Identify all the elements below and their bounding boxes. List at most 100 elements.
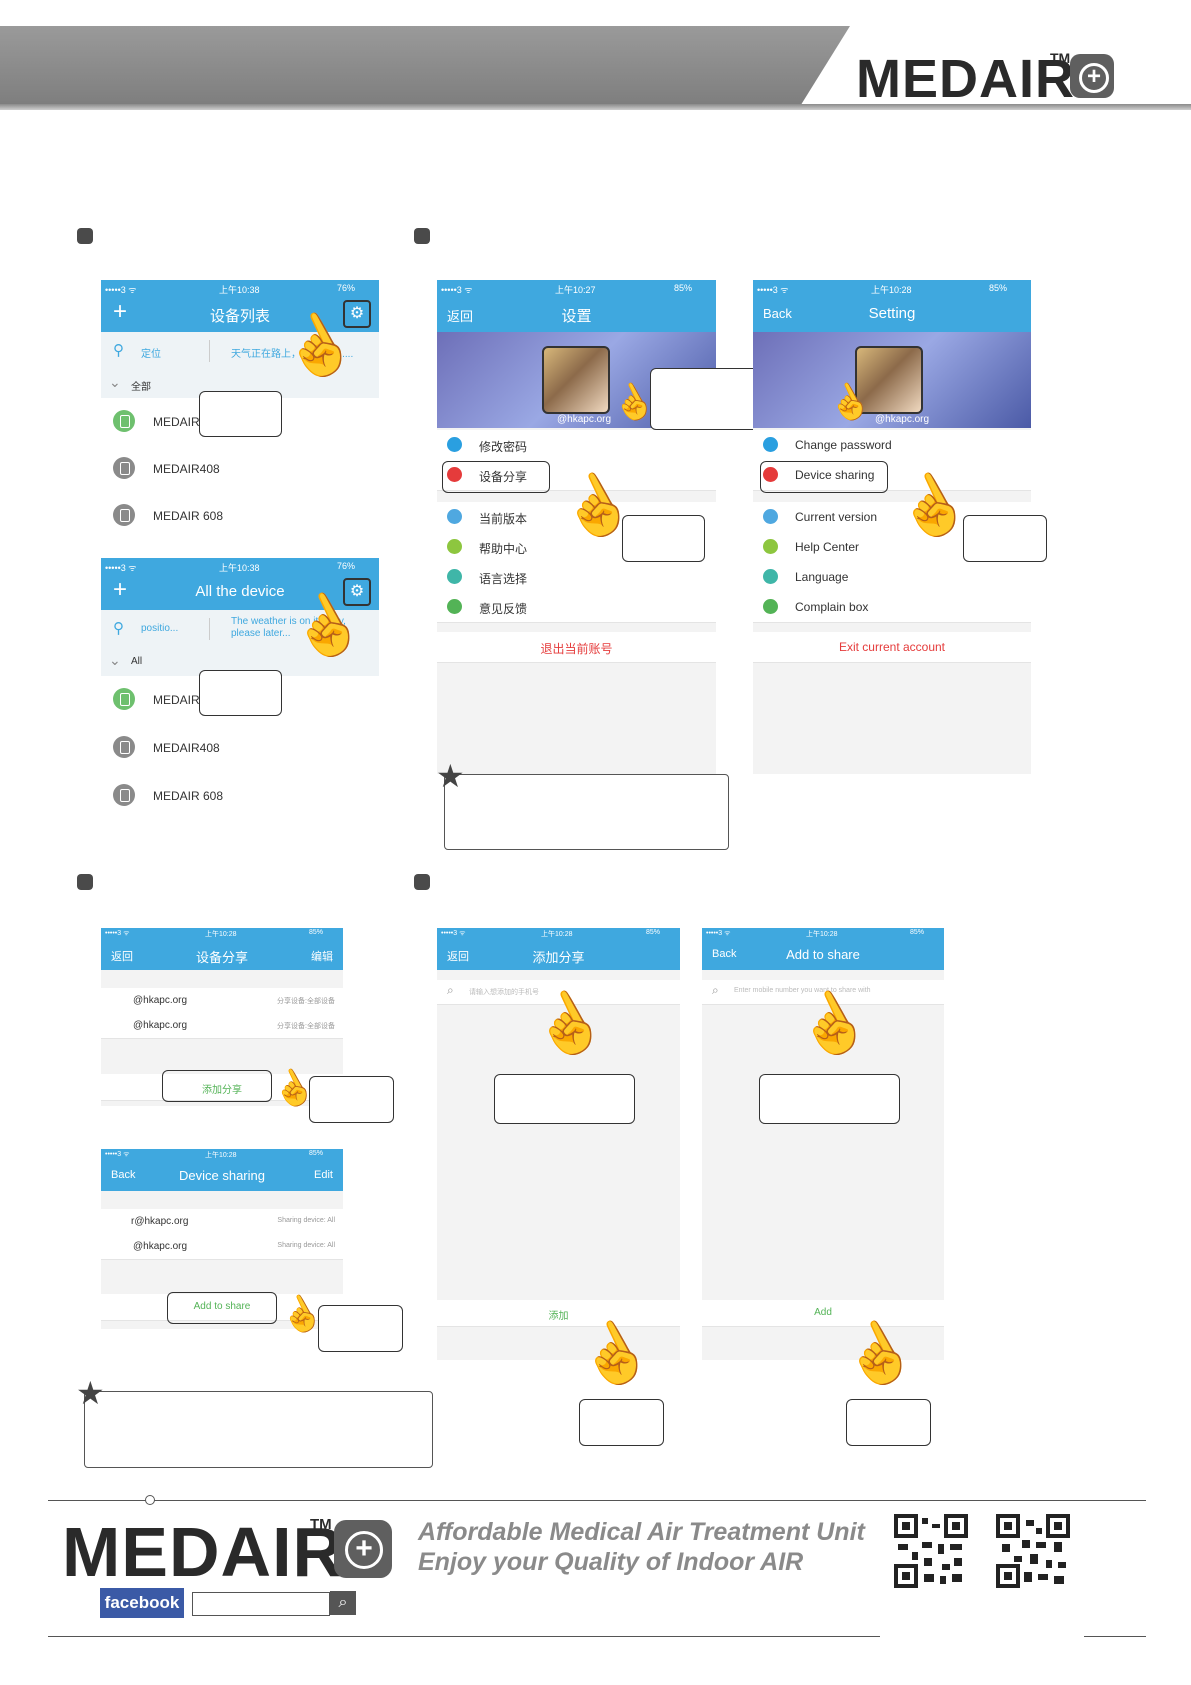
callout-box: [759, 1074, 900, 1124]
facebook-search-input[interactable]: [192, 1592, 330, 1616]
search-icon[interactable]: ⌕: [330, 1591, 356, 1615]
shared-user-row[interactable]: @hkapc.org 分享设备:全部设备: [101, 1013, 343, 1039]
status-bar: •••••3 ᯤ 上午10:28 85%: [753, 280, 1031, 296]
menu-change-password[interactable]: 修改密码: [437, 430, 716, 461]
device-row[interactable]: MEDAIR408: [101, 445, 379, 493]
nav-bar: Back Device sharing Edit: [101, 1161, 343, 1191]
device-icon: [113, 736, 135, 758]
menu-feedback[interactable]: 意见反馈: [437, 592, 716, 623]
qr-code-icon: [996, 1514, 1070, 1588]
callout-box: [760, 461, 888, 493]
menu-device-sharing[interactable]: 设备分享: [437, 460, 716, 491]
footer-bottom-rule: [48, 1636, 880, 1637]
brand-plus-icon: +: [1070, 54, 1114, 98]
device-icon: [113, 457, 135, 479]
page-title: Device sharing: [179, 1168, 265, 1183]
note-box: [444, 774, 729, 850]
menu-current-version[interactable]: Current version: [753, 502, 1031, 533]
status-bar: •••••3 ᯤ 上午10:38 76%: [101, 280, 379, 296]
phone-search-field[interactable]: ⌕ Enter mobile number you want to share …: [702, 980, 944, 1005]
section-2-bullet: [414, 228, 430, 244]
add-button[interactable]: Add: [702, 1300, 944, 1327]
menu-complain-box[interactable]: Complain box: [753, 592, 1031, 623]
chevron-down-icon: ⌄: [109, 374, 121, 390]
add-device-button[interactable]: +: [113, 576, 128, 603]
shared-user-row[interactable]: r@hkapc.org Sharing device: All: [101, 1209, 343, 1235]
back-button[interactable]: 返回: [447, 951, 469, 963]
screen-device-list-cn: •••••3 ᯤ 上午10:38 76% + 设备列表 ⚙ ⚲ 定位 天气正在路…: [101, 280, 379, 540]
callout-box: [963, 515, 1047, 562]
back-button[interactable]: Back: [763, 306, 792, 321]
screen-add-share-cn: •••••3 ᯤ 上午10:28 85% 返回 添加分享 ⌕ 请输入想添加的手机…: [437, 928, 680, 1360]
star-icon: ★: [436, 758, 465, 794]
nav-bar: 返回 设置: [437, 296, 716, 332]
page-title: Setting: [868, 305, 916, 322]
back-button[interactable]: Back: [111, 1169, 136, 1181]
shared-user-row[interactable]: @hkapc.org Sharing device: All: [101, 1234, 343, 1260]
location-pin-icon: ⚲: [113, 620, 124, 637]
weather-row: ⚲ positio... The weather is on its way, …: [101, 610, 379, 649]
note-box: [84, 1391, 433, 1468]
device-icon: [113, 410, 135, 432]
section-1-bullet: [77, 228, 93, 244]
device-row[interactable]: MEDAIR 608: [101, 772, 379, 820]
callout-box: [199, 670, 282, 716]
edit-button[interactable]: Edit: [314, 1169, 333, 1181]
menu-change-password[interactable]: Change password: [753, 430, 1031, 461]
facebook-badge[interactable]: facebook: [100, 1588, 184, 1618]
device-icon: [113, 504, 135, 526]
page-title: All the device: [195, 583, 285, 600]
brand-plus-icon: +: [334, 1520, 392, 1578]
logout-button[interactable]: 退出当前账号: [437, 632, 716, 663]
gear-icon[interactable]: ⚙: [343, 578, 371, 606]
version-icon: [447, 509, 462, 524]
account-email: @hkapc.org: [875, 414, 930, 425]
nav-bar: + 设备列表 ⚙: [101, 296, 379, 332]
device-row[interactable]: MEDAIR408: [101, 724, 379, 773]
header-shadow: [0, 104, 1191, 110]
status-bar: •••••3 ᯤ 上午10:28 85%: [101, 1149, 343, 1161]
screen-add-share-en: •••••3 ᯤ 上午10:28 85% Back Add to share ⌕…: [702, 928, 944, 1360]
callout-box: [309, 1076, 394, 1123]
page-title: 添加分享: [532, 950, 585, 965]
qr-code-icon: [894, 1514, 968, 1588]
avatar[interactable]: [855, 346, 923, 414]
callout-box: [167, 1292, 277, 1324]
callout-box: [846, 1399, 931, 1446]
logout-button[interactable]: Exit current account: [753, 632, 1031, 663]
back-button[interactable]: Back: [712, 948, 737, 960]
nav-bar: Back Add to share: [702, 940, 944, 970]
page-title: 设备分享: [195, 950, 248, 965]
edit-button[interactable]: 编辑: [311, 951, 333, 963]
nav-bar: 返回 添加分享: [437, 940, 680, 970]
shared-user-row[interactable]: @hkapc.org 分享设备:全部设备: [101, 988, 343, 1014]
add-share-button[interactable]: Add to share: [101, 1294, 343, 1321]
screen-settings-en: •••••3 ᯤ 上午10:28 85% Back Setting @hkapc…: [753, 280, 1031, 774]
menu-device-sharing[interactable]: Device sharing: [753, 460, 1031, 491]
add-button[interactable]: 添加: [437, 1300, 680, 1327]
search-icon: ⌕: [447, 983, 454, 997]
menu-language[interactable]: 语言选择: [437, 562, 716, 593]
section-3-bullet: [77, 874, 93, 890]
add-share-button[interactable]: 添加分享: [101, 1074, 343, 1101]
help-icon: [763, 539, 778, 554]
version-icon: [763, 509, 778, 524]
gear-icon[interactable]: ⚙: [343, 300, 371, 328]
share-icon: [447, 467, 462, 482]
footer-top-rule: [48, 1500, 1146, 1501]
phone-search-field[interactable]: ⌕ 请输入想添加的手机号: [437, 980, 680, 1005]
device-icon: [113, 784, 135, 806]
page-number-rule: [1084, 1636, 1146, 1637]
page-title: 设置: [561, 308, 592, 325]
device-row[interactable]: MEDAIR 608: [101, 492, 379, 540]
add-device-button[interactable]: +: [113, 298, 128, 325]
nav-bar: 返回 设备分享 编辑: [101, 940, 343, 970]
status-bar: •••••3 ᯤ 上午10:28 85%: [101, 928, 343, 940]
avatar[interactable]: [542, 346, 610, 414]
callout-box: [442, 461, 550, 493]
menu-language[interactable]: Language: [753, 562, 1031, 593]
back-button[interactable]: 返回: [447, 309, 474, 324]
callout-box: [318, 1305, 403, 1352]
slogan-line-1: Affordable Medical Air Treatment Unit: [418, 1518, 865, 1546]
back-button[interactable]: 返回: [111, 951, 133, 963]
